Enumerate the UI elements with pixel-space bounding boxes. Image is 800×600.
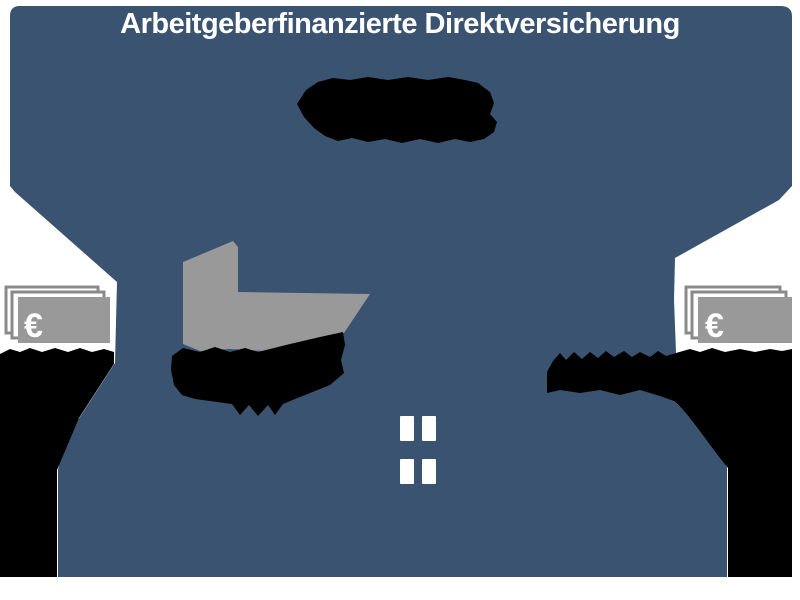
euro-symbol: € (705, 307, 724, 345)
euro-banknotes-icon-left: € (4, 285, 110, 345)
banknote-front (18, 297, 110, 343)
obscured-text-block-left (0, 348, 114, 577)
main-blue-shape (10, 6, 792, 577)
obscured-text-blob-top (297, 77, 497, 143)
obscured-text-block-bottom-right (547, 348, 792, 577)
page-title: Arbeitgeberfinanzierte Direktversicherun… (120, 8, 680, 40)
window-panes-icon (400, 416, 436, 484)
banknote-front (698, 297, 792, 343)
window-pane (400, 459, 414, 484)
euro-banknotes-icon-right: € (684, 285, 792, 345)
window-pane (400, 416, 414, 441)
obscured-text-blob-center (171, 332, 345, 416)
euro-symbol: € (24, 307, 43, 345)
window-pane (422, 459, 436, 484)
window-pane (422, 416, 436, 441)
gray-bent-arrow (183, 241, 370, 351)
